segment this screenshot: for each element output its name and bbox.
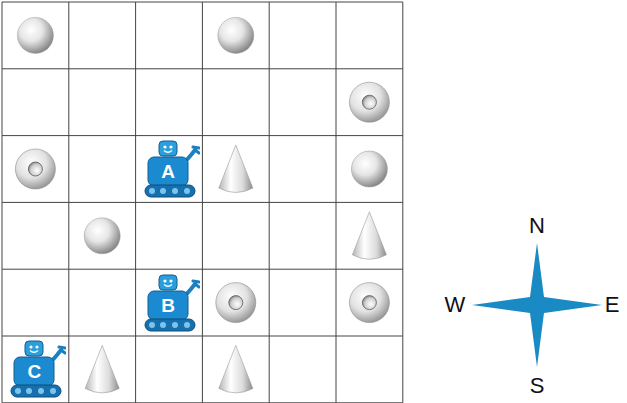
robot: C: [10, 339, 66, 399]
torus: [216, 283, 256, 323]
robot: B: [144, 273, 200, 333]
objects: [15, 17, 389, 393]
robot-label-box: A: [148, 158, 188, 185]
sphere: [351, 151, 387, 187]
torus: [349, 283, 389, 323]
sphere: [218, 17, 254, 53]
grid-line: [2, 2, 403, 3]
robot-letter: B: [161, 296, 175, 315]
compass-star: [472, 243, 602, 367]
cone: [85, 345, 119, 393]
torus-ring: [349, 82, 389, 122]
grid-line: [2, 269, 403, 270]
cone: [352, 212, 386, 259]
torus-hole: [362, 95, 376, 109]
grid-line: [2, 402, 403, 403]
torus: [349, 82, 389, 122]
grid-line: [2, 336, 403, 337]
robot-label-box: B: [148, 292, 188, 319]
torus-hole: [229, 296, 243, 310]
compass-letter: E: [605, 294, 620, 316]
compass-letter: S: [530, 375, 545, 397]
sphere: [17, 17, 53, 53]
torus-hole: [28, 162, 42, 176]
robot-letter: C: [28, 362, 42, 381]
compass-letter: N: [529, 215, 545, 237]
compass-letter: W: [445, 294, 466, 316]
torus-ring: [216, 283, 256, 323]
torus-ring: [15, 149, 55, 189]
grid-line: [2, 68, 403, 69]
grid-line: [2, 202, 403, 203]
robot-letter: A: [161, 162, 175, 181]
torus-ring: [349, 283, 389, 323]
grid-lines: [2, 2, 403, 403]
grid-line: [2, 135, 403, 136]
robot: A: [144, 139, 200, 199]
cone: [219, 345, 253, 393]
robot-label-box: C: [14, 358, 54, 385]
torus-hole: [362, 296, 376, 310]
sphere: [84, 218, 120, 254]
torus: [15, 149, 55, 189]
cone: [219, 145, 253, 193]
